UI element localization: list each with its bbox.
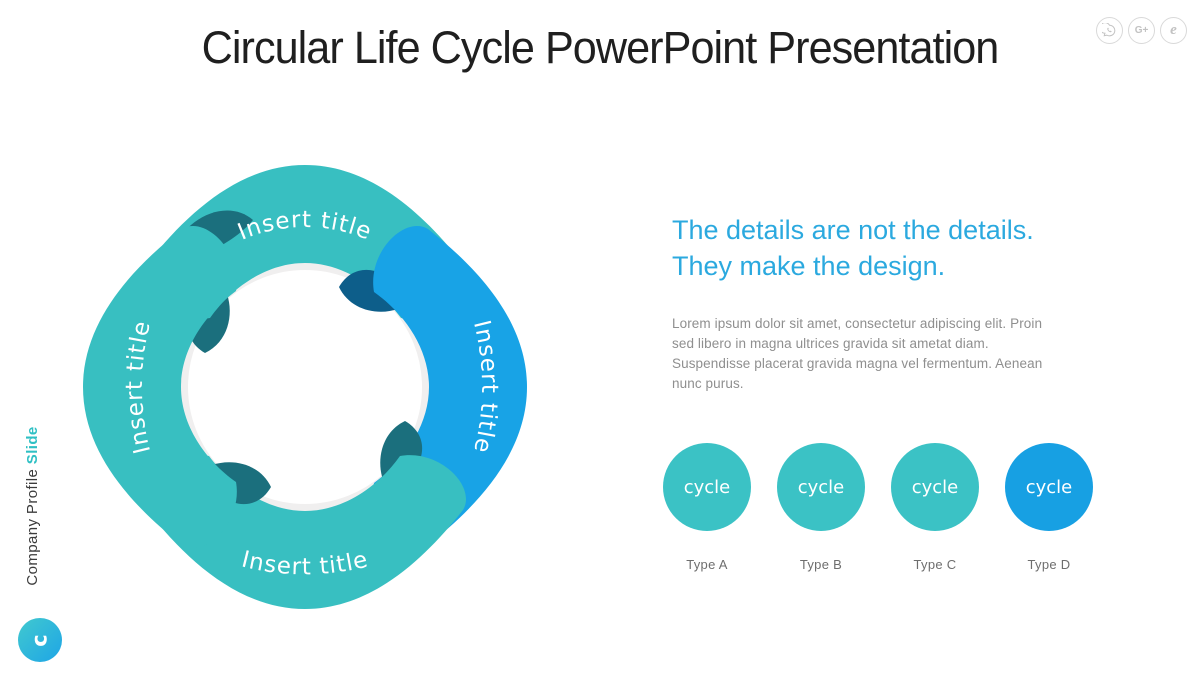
body-line: Suspendisse placerat gravida magna vel f…: [672, 356, 1043, 371]
logo-badge-letter: c: [27, 633, 52, 647]
type-label-b: Type B: [799, 557, 843, 572]
quote-heading-line2: They make the design.: [672, 251, 946, 281]
sidebar-label-main: Company Profile: [24, 464, 41, 586]
cycle-circle-a: cycle: [663, 443, 751, 531]
cycle-item-b: cycle Type B: [777, 443, 865, 572]
cycle-circle-b-label: cycle: [797, 476, 845, 498]
quote-heading-line1: The details are not the details.: [672, 215, 1034, 245]
type-label-a: Type A: [686, 557, 728, 572]
sidebar-label-accent: Slide: [24, 426, 41, 465]
segment-left-band: [83, 225, 237, 549]
cycle-item-c: cycle Type C: [891, 443, 979, 572]
cycle-circle-c-label: cycle: [911, 476, 959, 498]
whatsapp-icon[interactable]: [1096, 17, 1123, 44]
type-label-c: Type C: [913, 557, 957, 572]
google-plus-glyph: G+: [1134, 25, 1149, 36]
cycle-circle-c: cycle: [891, 443, 979, 531]
quote-heading: The details are not the details. They ma…: [672, 212, 1034, 284]
cycle-circle-a-label: cycle: [683, 476, 731, 498]
whatsapp-glyph: [1102, 23, 1116, 37]
cycle-circle-d-label: cycle: [1025, 476, 1073, 498]
logo-badge: c: [18, 618, 62, 662]
google-plus-icon[interactable]: G+: [1128, 17, 1155, 44]
sidebar-label: Company Profile Slide: [24, 356, 42, 656]
body-line: Lorem ipsum dolor sit amet, consectetur …: [672, 316, 1043, 331]
cycle-diagram: Insert title Insert title Insert title I…: [83, 165, 527, 609]
cycle-circle-d: cycle: [1005, 443, 1093, 531]
body-paragraph: Lorem ipsum dolor sit amet, consectetur …: [672, 314, 1042, 394]
internet-explorer-icon[interactable]: e: [1160, 17, 1187, 44]
cycle-item-a: cycle Type A: [663, 443, 751, 572]
cycle-circle-b: cycle: [777, 443, 865, 531]
page-title: Circular Life Cycle PowerPoint Presentat…: [201, 22, 1000, 73]
body-line: sed libero in magna ultrices gravida sit…: [672, 336, 989, 351]
body-line: nunc purus.: [672, 376, 744, 391]
type-label-d: Type D: [1027, 557, 1071, 572]
social-icons: G+ e: [1096, 17, 1187, 44]
cycle-item-d: cycle Type D: [1005, 443, 1093, 572]
internet-explorer-glyph: e: [1170, 22, 1177, 38]
cycle-type-row: cycle Type A cycle Type B cycle Type C c…: [663, 443, 1093, 572]
